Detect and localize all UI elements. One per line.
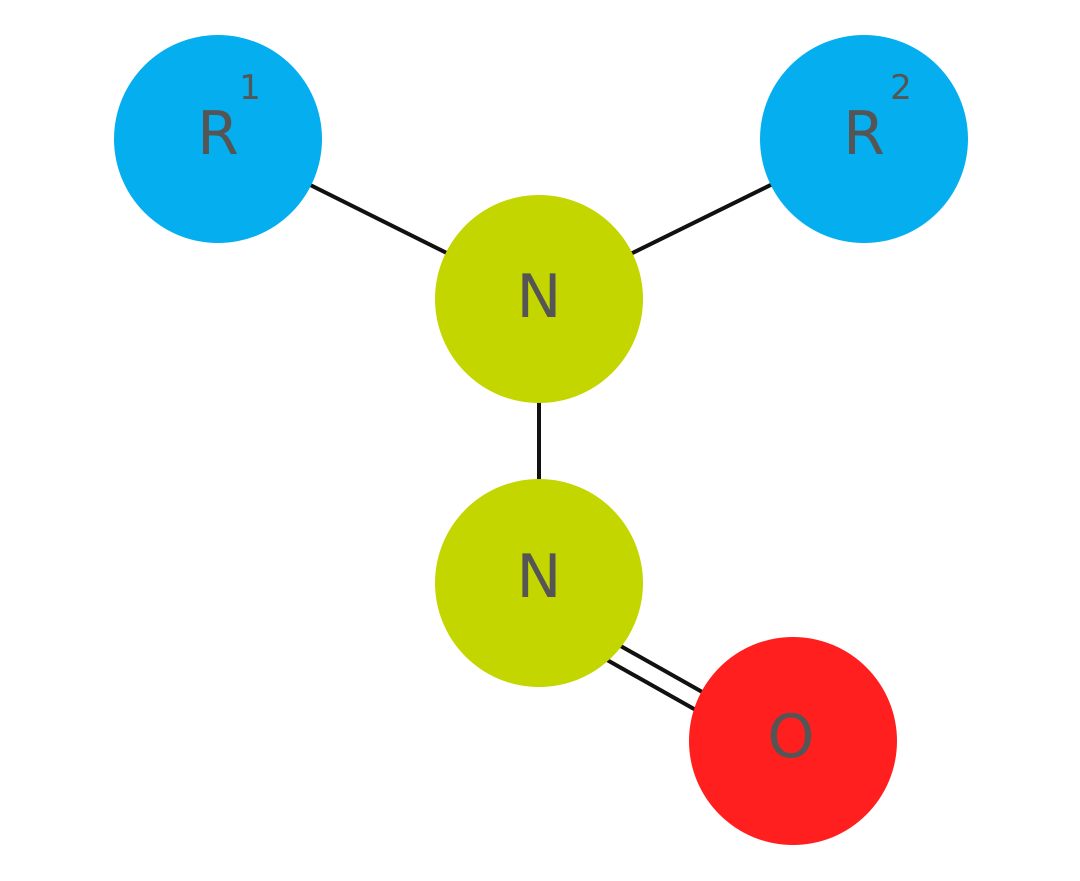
atom-r2-superscript: 2: [890, 68, 912, 108]
atom-r1-circle: [114, 35, 322, 243]
atom-r2-symbol: R: [843, 99, 885, 169]
atom-n2-circle: [435, 479, 643, 687]
atom-o-symbol: O: [767, 702, 814, 772]
atom-r1: R 1: [114, 35, 322, 243]
atom-r2: R 2: [760, 35, 968, 243]
atom-n1-circle: [435, 195, 643, 403]
atom-r1-superscript: 1: [239, 68, 261, 108]
atom-n1: N: [435, 195, 643, 403]
atom-o: O: [689, 637, 897, 845]
atom-o-circle: [689, 637, 897, 845]
atom-n2-symbol: N: [517, 542, 562, 612]
atom-r2-circle: [760, 35, 968, 243]
atom-n1-symbol: N: [517, 262, 562, 332]
atom-n2: N: [435, 479, 643, 687]
bond-n2-o-line-b: [598, 654, 712, 720]
atom-r1-symbol: R: [197, 99, 239, 169]
